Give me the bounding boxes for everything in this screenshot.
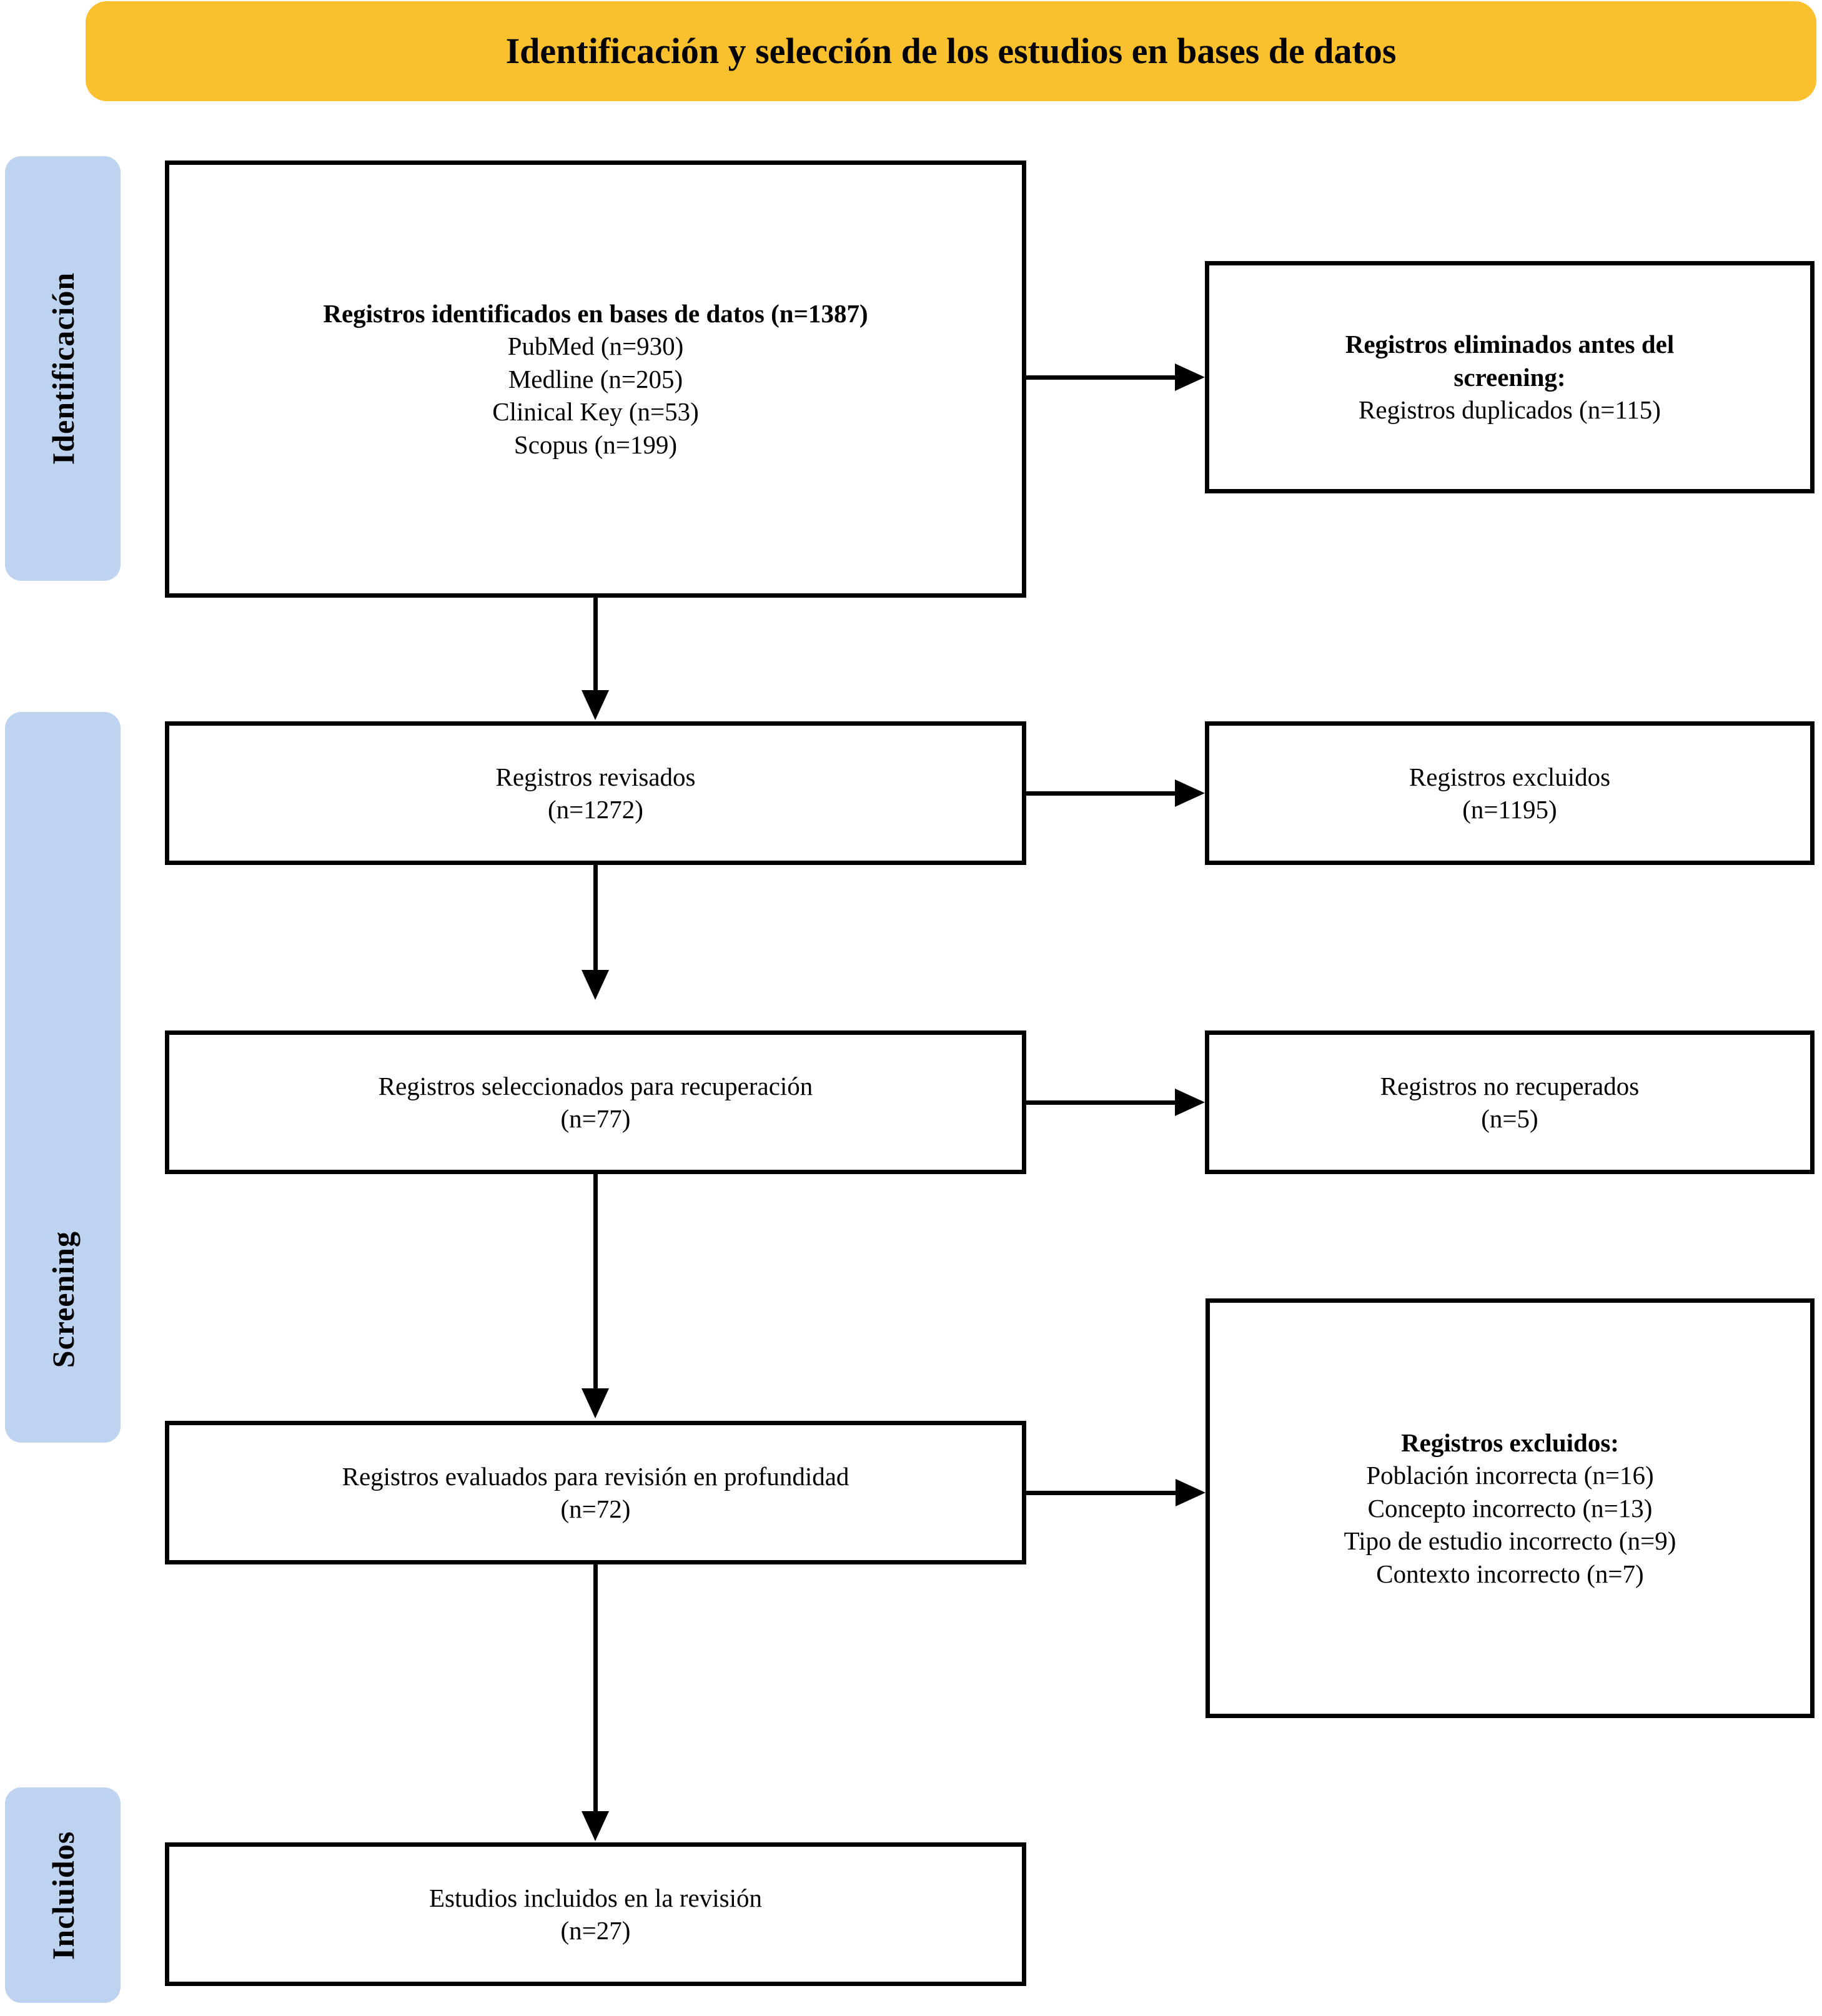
connector-line — [1026, 1100, 1177, 1105]
box-line: Estudios incluidos en la revisión — [429, 1883, 762, 1912]
box-line: Registros excluidos — [1409, 762, 1611, 791]
stage-label-incluidos: Incluidos — [45, 1831, 81, 1960]
box-line: Registros excluidos: — [1401, 1428, 1619, 1457]
box-line: Scopus (n=199) — [513, 430, 678, 459]
arrow-head-down-icon — [582, 1388, 609, 1418]
arrow-head-right-icon — [1175, 779, 1205, 807]
arrow-head-right-icon — [1176, 1479, 1206, 1506]
box-line: screening: — [1453, 362, 1566, 392]
box-line: (n=27) — [560, 1916, 631, 1945]
stage-label-identificacion: Identificación — [45, 272, 81, 465]
box-line: (n=1272) — [548, 795, 643, 824]
box-line: Clinical Key (n=53) — [492, 397, 699, 427]
arrow-head-right-icon — [1175, 363, 1205, 391]
box-line: (n=1195) — [1462, 795, 1557, 824]
connector-line — [1026, 791, 1177, 796]
connector-line — [1026, 375, 1177, 380]
box-line: PubMed (n=930) — [507, 332, 684, 361]
box-line: (n=77) — [560, 1104, 631, 1133]
box-line: Registros identificados en bases de dato… — [323, 299, 868, 328]
stage-band-identificacion: Identificación — [5, 156, 121, 581]
box-records-excluded: Registros excluidos (n=1195) — [1205, 721, 1815, 865]
box-records-screened: Registros revisados (n=1272) — [165, 721, 1026, 865]
box-line: Registros evaluados para revisión en pro… — [342, 1461, 849, 1491]
connector-line — [593, 1564, 598, 1813]
box-records-assessed-for-eligibility: Registros evaluados para revisión en pro… — [165, 1421, 1026, 1564]
box-records-not-retrieved: Registros no recuperados (n=5) — [1205, 1030, 1815, 1174]
box-records-identified: Registros identificados en bases de dato… — [165, 161, 1026, 598]
page-title: Identificación y selección de los estudi… — [505, 31, 1397, 72]
box-line: Registros seleccionados para recuperació… — [378, 1071, 813, 1100]
stage-band-incluidos: Incluidos — [5, 1787, 121, 2003]
box-studies-included-in-review: Estudios incluidos en la revisión (n=27) — [165, 1842, 1026, 1986]
box-line: Registros eliminados antes del — [1345, 330, 1675, 359]
box-line: Registros no recuperados — [1380, 1071, 1640, 1100]
arrow-head-right-icon — [1175, 1089, 1205, 1116]
stage-label-screening: Screening — [45, 1230, 81, 1368]
box-line: Medline (n=205) — [508, 364, 683, 393]
diagram-header-banner: Identificación y selección de los estudi… — [86, 1, 1816, 101]
box-records-removed-before-screening: Registros eliminados antes del screening… — [1205, 261, 1815, 493]
box-line: Concepto incorrecto (n=13) — [1367, 1493, 1653, 1523]
box-line: (n=72) — [560, 1495, 631, 1523]
arrow-head-down-icon — [582, 970, 609, 1000]
arrow-head-down-icon — [582, 690, 609, 720]
stage-band-screening: Screening — [5, 712, 121, 1443]
connector-line — [593, 1174, 598, 1390]
box-line: Registros revisados — [495, 762, 696, 791]
box-line: Contexto incorrecto (n=7) — [1376, 1559, 1644, 1588]
connector-line — [1026, 1491, 1178, 1495]
box-line: (n=5) — [1481, 1104, 1538, 1133]
box-line: Tipo de estudio incorrecto (n=9) — [1344, 1526, 1676, 1556]
box-records-sought-for-retrieval: Registros seleccionados para recuperació… — [165, 1030, 1026, 1174]
box-line: Registros duplicados (n=115) — [1359, 395, 1661, 425]
connector-line — [593, 865, 598, 971]
connector-line — [593, 598, 598, 691]
box-records-excluded-with-reasons: Registros excluidos: Población incorrect… — [1206, 1298, 1815, 1718]
box-line: Población incorrecta (n=16) — [1366, 1461, 1654, 1490]
arrow-head-down-icon — [582, 1811, 609, 1841]
